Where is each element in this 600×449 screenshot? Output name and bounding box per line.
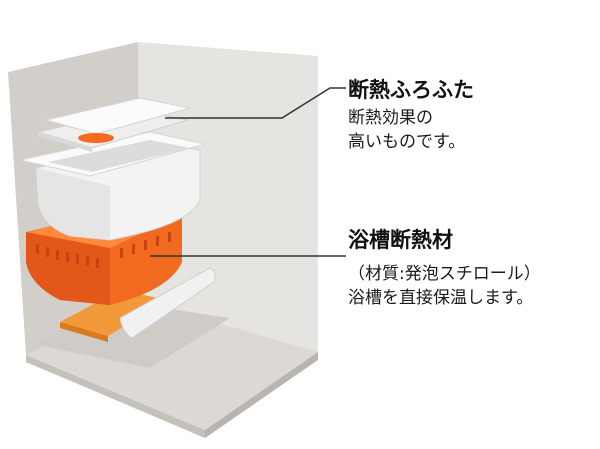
lid-insulation-core xyxy=(78,133,114,143)
callout-description-insulation: （材質:発泡スチロール） 浴槽を直接保温します。 xyxy=(348,262,541,310)
lid-front-edge xyxy=(38,132,92,152)
callout-description-lid: 断熱効果の 高いものです。 xyxy=(348,106,465,154)
callout-lid-line-2: 高いものです。 xyxy=(348,132,466,152)
lid-top-panel xyxy=(45,97,191,135)
leader-line-lid xyxy=(165,87,346,119)
bottom-insulation-plate xyxy=(60,290,168,336)
bathtub-interior xyxy=(48,140,190,172)
apron-panel xyxy=(119,267,216,339)
callout-lid-line-1: 断熱効果の xyxy=(348,108,433,128)
insulation-slots xyxy=(36,232,171,268)
floor-side-edge xyxy=(205,352,318,438)
callout-title-lid: 断熱ふろふた xyxy=(348,78,474,102)
bottom-insulation-plate-edge xyxy=(60,322,108,342)
bathtub-front-face xyxy=(36,168,110,240)
callout-insulation-line-2: 浴槽を直接保温します。 xyxy=(348,288,534,308)
callout-title-insulation: 浴槽断熱材 xyxy=(348,228,453,252)
floor-front-edge xyxy=(26,355,205,438)
callout-insulation-line-1: （材質:発泡スチロール） xyxy=(348,264,541,284)
back-wall xyxy=(138,42,318,400)
